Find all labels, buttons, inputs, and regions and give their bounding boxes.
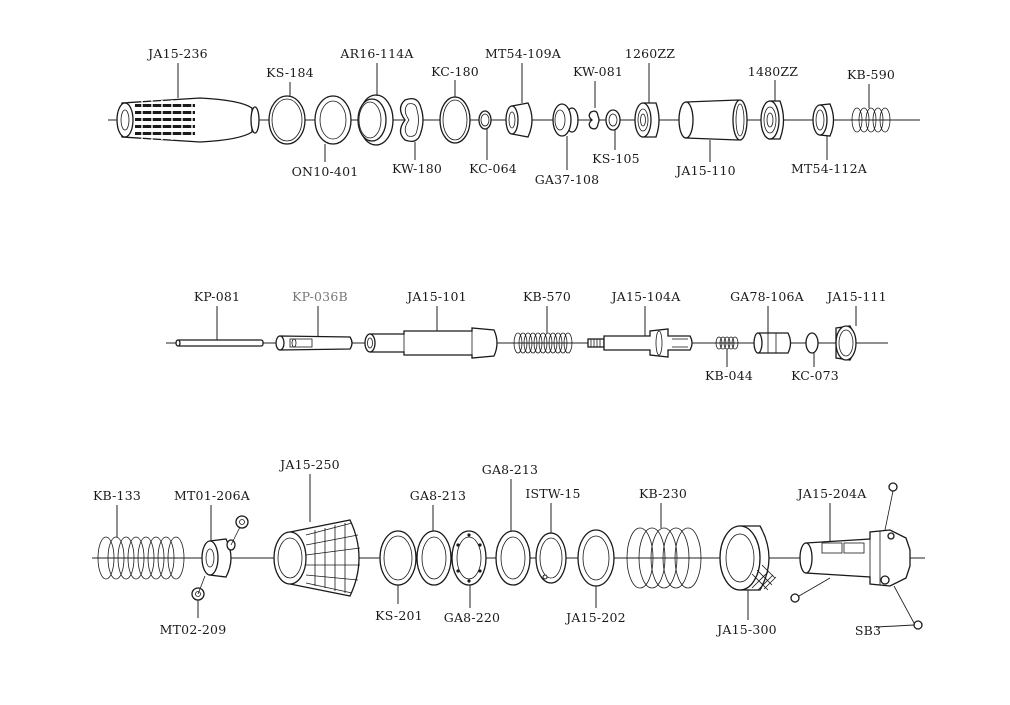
label-ga78-106a: GA78-106A bbox=[730, 289, 805, 304]
label-mt02-209: MT02-209 bbox=[160, 622, 227, 637]
part-ja15-111 bbox=[835, 325, 857, 361]
label-kc-180: KC-180 bbox=[431, 64, 479, 79]
part-kp-036b bbox=[275, 335, 353, 351]
label-kw-081: KW-081 bbox=[573, 64, 623, 79]
part-ja15-236 bbox=[116, 97, 260, 143]
label-sb3: SB3 bbox=[855, 623, 881, 638]
part-kb-133 bbox=[97, 536, 185, 580]
label-1480zz: 1480ZZ bbox=[748, 64, 798, 79]
part-ga8-213-a bbox=[416, 530, 452, 586]
label-ja15-110: JA15-110 bbox=[674, 163, 736, 178]
label-kp-036b: KP-036B bbox=[292, 289, 348, 304]
label-kb-570: KB-570 bbox=[523, 289, 571, 304]
label-ja15-111: JA15-111 bbox=[825, 289, 887, 304]
part-kb-590 bbox=[851, 107, 891, 133]
label-kc-073: KC-073 bbox=[791, 368, 839, 383]
label-ja15-236: JA15-236 bbox=[146, 46, 208, 61]
part-mt54-112a bbox=[812, 103, 835, 137]
part-kb-044 bbox=[715, 336, 739, 350]
label-kc-064: KC-064 bbox=[469, 161, 517, 176]
label-ja15-101: JA15-101 bbox=[405, 289, 467, 304]
part-ar16-114a bbox=[357, 94, 394, 146]
part-kc-064 bbox=[478, 110, 492, 130]
label-ks-105: KS-105 bbox=[592, 151, 640, 166]
label-mt01-206a: MT01-206A bbox=[174, 488, 251, 503]
label-1260zz: 1260ZZ bbox=[625, 46, 675, 61]
part-mt01-206a bbox=[201, 515, 249, 578]
part-ja15-110 bbox=[678, 99, 748, 141]
label-mt54-112a: MT54-112A bbox=[791, 161, 868, 176]
part-istw-15 bbox=[535, 532, 567, 584]
part-kb-230 bbox=[626, 527, 702, 589]
row-1: JA15-236 KS-184 ON10-401 AR16-114A KW-18… bbox=[108, 46, 920, 187]
label-ga37-108: GA37-108 bbox=[535, 172, 600, 187]
label-kb-044: KB-044 bbox=[705, 368, 753, 383]
label-ja15-104a: JA15-104A bbox=[610, 289, 682, 304]
label-ja15-300: JA15-300 bbox=[715, 622, 777, 637]
label-on10-401: ON10-401 bbox=[292, 164, 359, 179]
row-3: KB-133 MT01-206A MT02-209 JA15-250 KS-20… bbox=[92, 457, 925, 638]
part-mt54-109a bbox=[505, 102, 533, 138]
label-ga8-220: GA8-220 bbox=[444, 610, 500, 625]
part-ja15-101 bbox=[364, 327, 498, 359]
part-kc-180 bbox=[439, 96, 471, 144]
label-ks-201: KS-201 bbox=[375, 608, 423, 623]
label-ar16-114a: AR16-114A bbox=[339, 46, 414, 61]
label-ga8-213-b: GA8-213 bbox=[482, 462, 538, 477]
part-kp-081 bbox=[175, 339, 264, 347]
label-ks-184: KS-184 bbox=[266, 65, 314, 80]
part-ja15-204a bbox=[799, 529, 911, 587]
label-ja15-202: JA15-202 bbox=[564, 610, 626, 625]
part-kc-073 bbox=[805, 332, 819, 354]
part-ja15-202 bbox=[577, 529, 615, 587]
part-kw-081 bbox=[588, 110, 600, 130]
label-ja15-250: JA15-250 bbox=[278, 457, 340, 472]
label-kb-133: KB-133 bbox=[93, 488, 141, 503]
label-kb-590: KB-590 bbox=[847, 67, 895, 82]
part-on10-401 bbox=[314, 95, 352, 145]
part-1260zz bbox=[634, 102, 660, 138]
part-kw-180 bbox=[399, 97, 424, 143]
label-mt54-109a: MT54-109A bbox=[485, 46, 562, 61]
part-ga78-106a bbox=[753, 332, 792, 354]
label-kb-230: KB-230 bbox=[639, 486, 687, 501]
part-ga8-220 bbox=[451, 530, 487, 586]
part-ks-201 bbox=[379, 530, 417, 586]
part-mt02-209 bbox=[191, 575, 206, 601]
label-ga8-213-a: GA8-213 bbox=[410, 488, 466, 503]
part-sb3 bbox=[790, 482, 923, 630]
part-ks-105 bbox=[605, 109, 621, 131]
label-ja15-204a: JA15-204A bbox=[796, 486, 868, 501]
part-ja15-104a bbox=[587, 328, 693, 358]
label-kp-081: KP-081 bbox=[194, 289, 240, 304]
part-ja15-250 bbox=[273, 519, 361, 597]
row-2: KP-081 KP-036B JA15-101 KB-570 JA15-104A… bbox=[166, 289, 888, 383]
part-ga8-213-b bbox=[495, 530, 531, 586]
part-kb-570 bbox=[513, 332, 573, 354]
part-1480zz bbox=[760, 100, 785, 140]
label-istw-15: ISTW-15 bbox=[525, 486, 580, 501]
label-kw-180: KW-180 bbox=[392, 161, 442, 176]
part-ja15-300 bbox=[719, 525, 777, 591]
part-ga37-108 bbox=[552, 103, 579, 137]
part-ks-184 bbox=[268, 95, 306, 145]
